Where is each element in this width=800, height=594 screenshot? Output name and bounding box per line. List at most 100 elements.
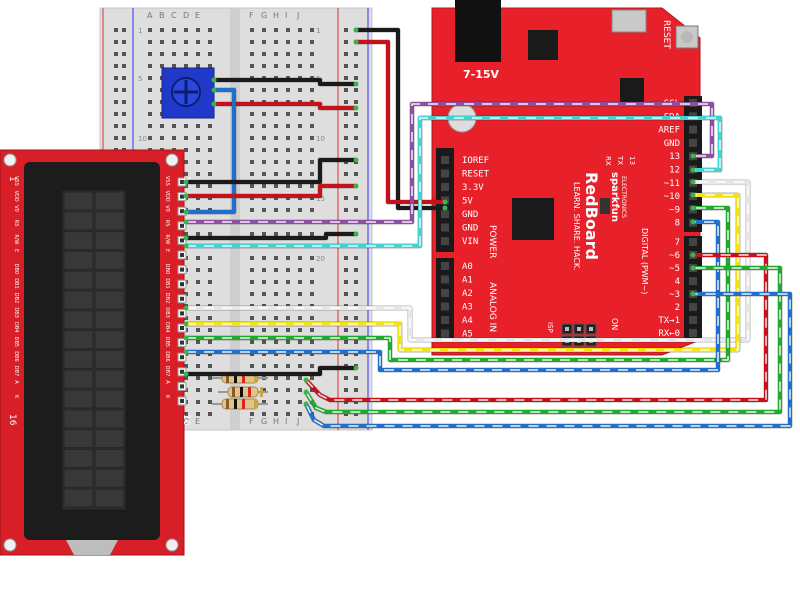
analog-pin[interactable] <box>441 262 449 270</box>
wire-led-red <box>304 253 768 402</box>
analog-pin-label: A3 <box>462 303 473 313</box>
analog-pin[interactable] <box>441 289 449 297</box>
lcd-pin-label: A <box>164 380 170 384</box>
lcd-pin-label: DB4 <box>13 322 19 332</box>
wire-lcd-rw <box>186 232 356 240</box>
bb-col-letter: E <box>195 11 200 20</box>
isp-label: ISP <box>546 322 554 333</box>
lcd-pin-end-label: 16 <box>181 414 191 426</box>
power-pin-label: GND <box>462 210 478 220</box>
bb-col-letter: I <box>285 417 287 426</box>
digital-pin[interactable] <box>689 138 697 147</box>
digital-pin-label: ~6 <box>669 251 680 261</box>
bb-col-letter: E <box>195 417 200 426</box>
analog-header-label: ANALOG IN <box>487 282 497 332</box>
reset-label: RESET <box>661 20 671 49</box>
bb-col-letter: D <box>183 417 189 426</box>
bb-col-letter: F <box>249 11 254 20</box>
bb-col-letter: I <box>285 11 287 20</box>
microcontroller-chip <box>512 198 554 240</box>
digital-pin-label: ~3 <box>669 290 680 300</box>
on-label: ON <box>610 318 619 330</box>
bb-row-number: 15 <box>316 195 325 203</box>
lcd-pin-label: VDD <box>164 191 170 202</box>
bb-col-letter: B <box>159 11 165 20</box>
digital-pin[interactable] <box>689 316 697 324</box>
analog-pin[interactable] <box>441 275 449 284</box>
digital-pin-label: ~10 <box>664 192 680 202</box>
digital-header-label: DIGITAL (PWM~) <box>640 228 649 294</box>
bb-row-number: 10 <box>316 135 325 143</box>
lcd-pin-label: R/W <box>13 234 19 244</box>
lcd-pin-label: VSS <box>164 176 170 186</box>
lcd-pin-label: DB0 <box>13 264 19 274</box>
reset-button-cap[interactable] <box>681 31 693 43</box>
analog-pin[interactable] <box>441 316 449 324</box>
lcd-pin-label: DB5 <box>164 337 170 347</box>
bb-col-letter: G <box>261 417 267 426</box>
wire-lcd-vss <box>186 158 356 184</box>
digital-pin-label: AREF <box>658 126 680 136</box>
power-pin[interactable] <box>441 210 449 218</box>
wire-lcd-vdd <box>186 184 356 198</box>
analog-pin-label: A4 <box>462 316 473 326</box>
digital-pin-label: 2 <box>675 303 680 313</box>
digital-pin-label: 8 <box>675 219 680 229</box>
analog-pin[interactable] <box>441 329 449 338</box>
power-pin[interactable] <box>441 156 449 164</box>
power-header-label: POWER <box>487 225 497 258</box>
bb-col-letter: J <box>296 417 299 426</box>
lcd-pin-label: DB6 <box>164 351 170 361</box>
potentiometer <box>161 67 215 119</box>
digital-pin-label: 13 <box>669 152 680 162</box>
lcd-pin-label: DB5 <box>13 337 19 347</box>
voltage-label: 7-15V <box>463 68 500 81</box>
lcd-pin-label: DB3 <box>164 307 170 317</box>
lcd-pin-label: E <box>13 249 19 252</box>
bb-row-number: 1 <box>316 27 320 35</box>
power-pin-label: 5V <box>462 197 473 207</box>
lcd-pin-label: V0 <box>164 205 170 212</box>
analog-pin[interactable] <box>441 302 449 311</box>
lcd-pin-label: K <box>164 395 170 399</box>
analog-pin-label: A0 <box>462 262 473 272</box>
lcd-pin-label: DB6 <box>13 351 19 361</box>
power-pin[interactable] <box>441 169 449 178</box>
digital-pin[interactable] <box>689 238 697 246</box>
lcd-pin-label: DB7 <box>13 366 19 376</box>
power-pin[interactable] <box>441 223 449 232</box>
bb-row-number: 1 <box>138 27 142 35</box>
lcd-pin-label: DB1 <box>164 278 170 288</box>
digital-pin-label: 4 <box>675 277 680 287</box>
lcd-pin-label: R/W <box>164 234 170 244</box>
lcd-pin-start-label-left: 1 <box>7 176 17 182</box>
bb-col-letter: C <box>171 11 177 20</box>
lcd-pin-label: DB4 <box>164 322 170 332</box>
power-pin-label: 3.3V <box>462 183 484 193</box>
digital-pin-label: ~9 <box>669 205 680 215</box>
lcd-pin-label: K <box>13 395 19 399</box>
power-pin[interactable] <box>441 183 449 191</box>
bb-row-number: 10 <box>138 135 147 143</box>
wire-led-blue <box>304 292 792 428</box>
digital-pin[interactable] <box>689 277 697 285</box>
digital-pin[interactable] <box>689 125 697 134</box>
barrel-jack <box>455 0 501 62</box>
wires <box>183 27 793 429</box>
wire-pot-gnd <box>214 78 356 86</box>
lcd-pin-label: VSS <box>13 176 19 186</box>
power-pin[interactable] <box>441 237 449 245</box>
digital-pin[interactable] <box>689 329 697 337</box>
bb-col-letter: D <box>183 11 189 20</box>
lcd-pin-label: RS <box>13 220 19 227</box>
lcd-pin-label: DB2 <box>13 293 19 303</box>
bb-col-letter: H <box>273 417 279 426</box>
digital-pin-label: TX→1 <box>658 316 680 326</box>
analog-pin-label: A5 <box>462 330 473 340</box>
lcd-pin-label: DB3 <box>13 307 19 317</box>
bb-col-letter: H <box>273 11 279 20</box>
bb-row-number: 5 <box>138 75 142 83</box>
digital-pin-label: ~5 <box>669 264 680 274</box>
lcd-pin-labels: VSSVSSVDDVDDV0V0RSRSR/WR/WEEDB0DB0DB1DB1… <box>13 176 170 399</box>
digital-pin[interactable] <box>689 303 697 311</box>
